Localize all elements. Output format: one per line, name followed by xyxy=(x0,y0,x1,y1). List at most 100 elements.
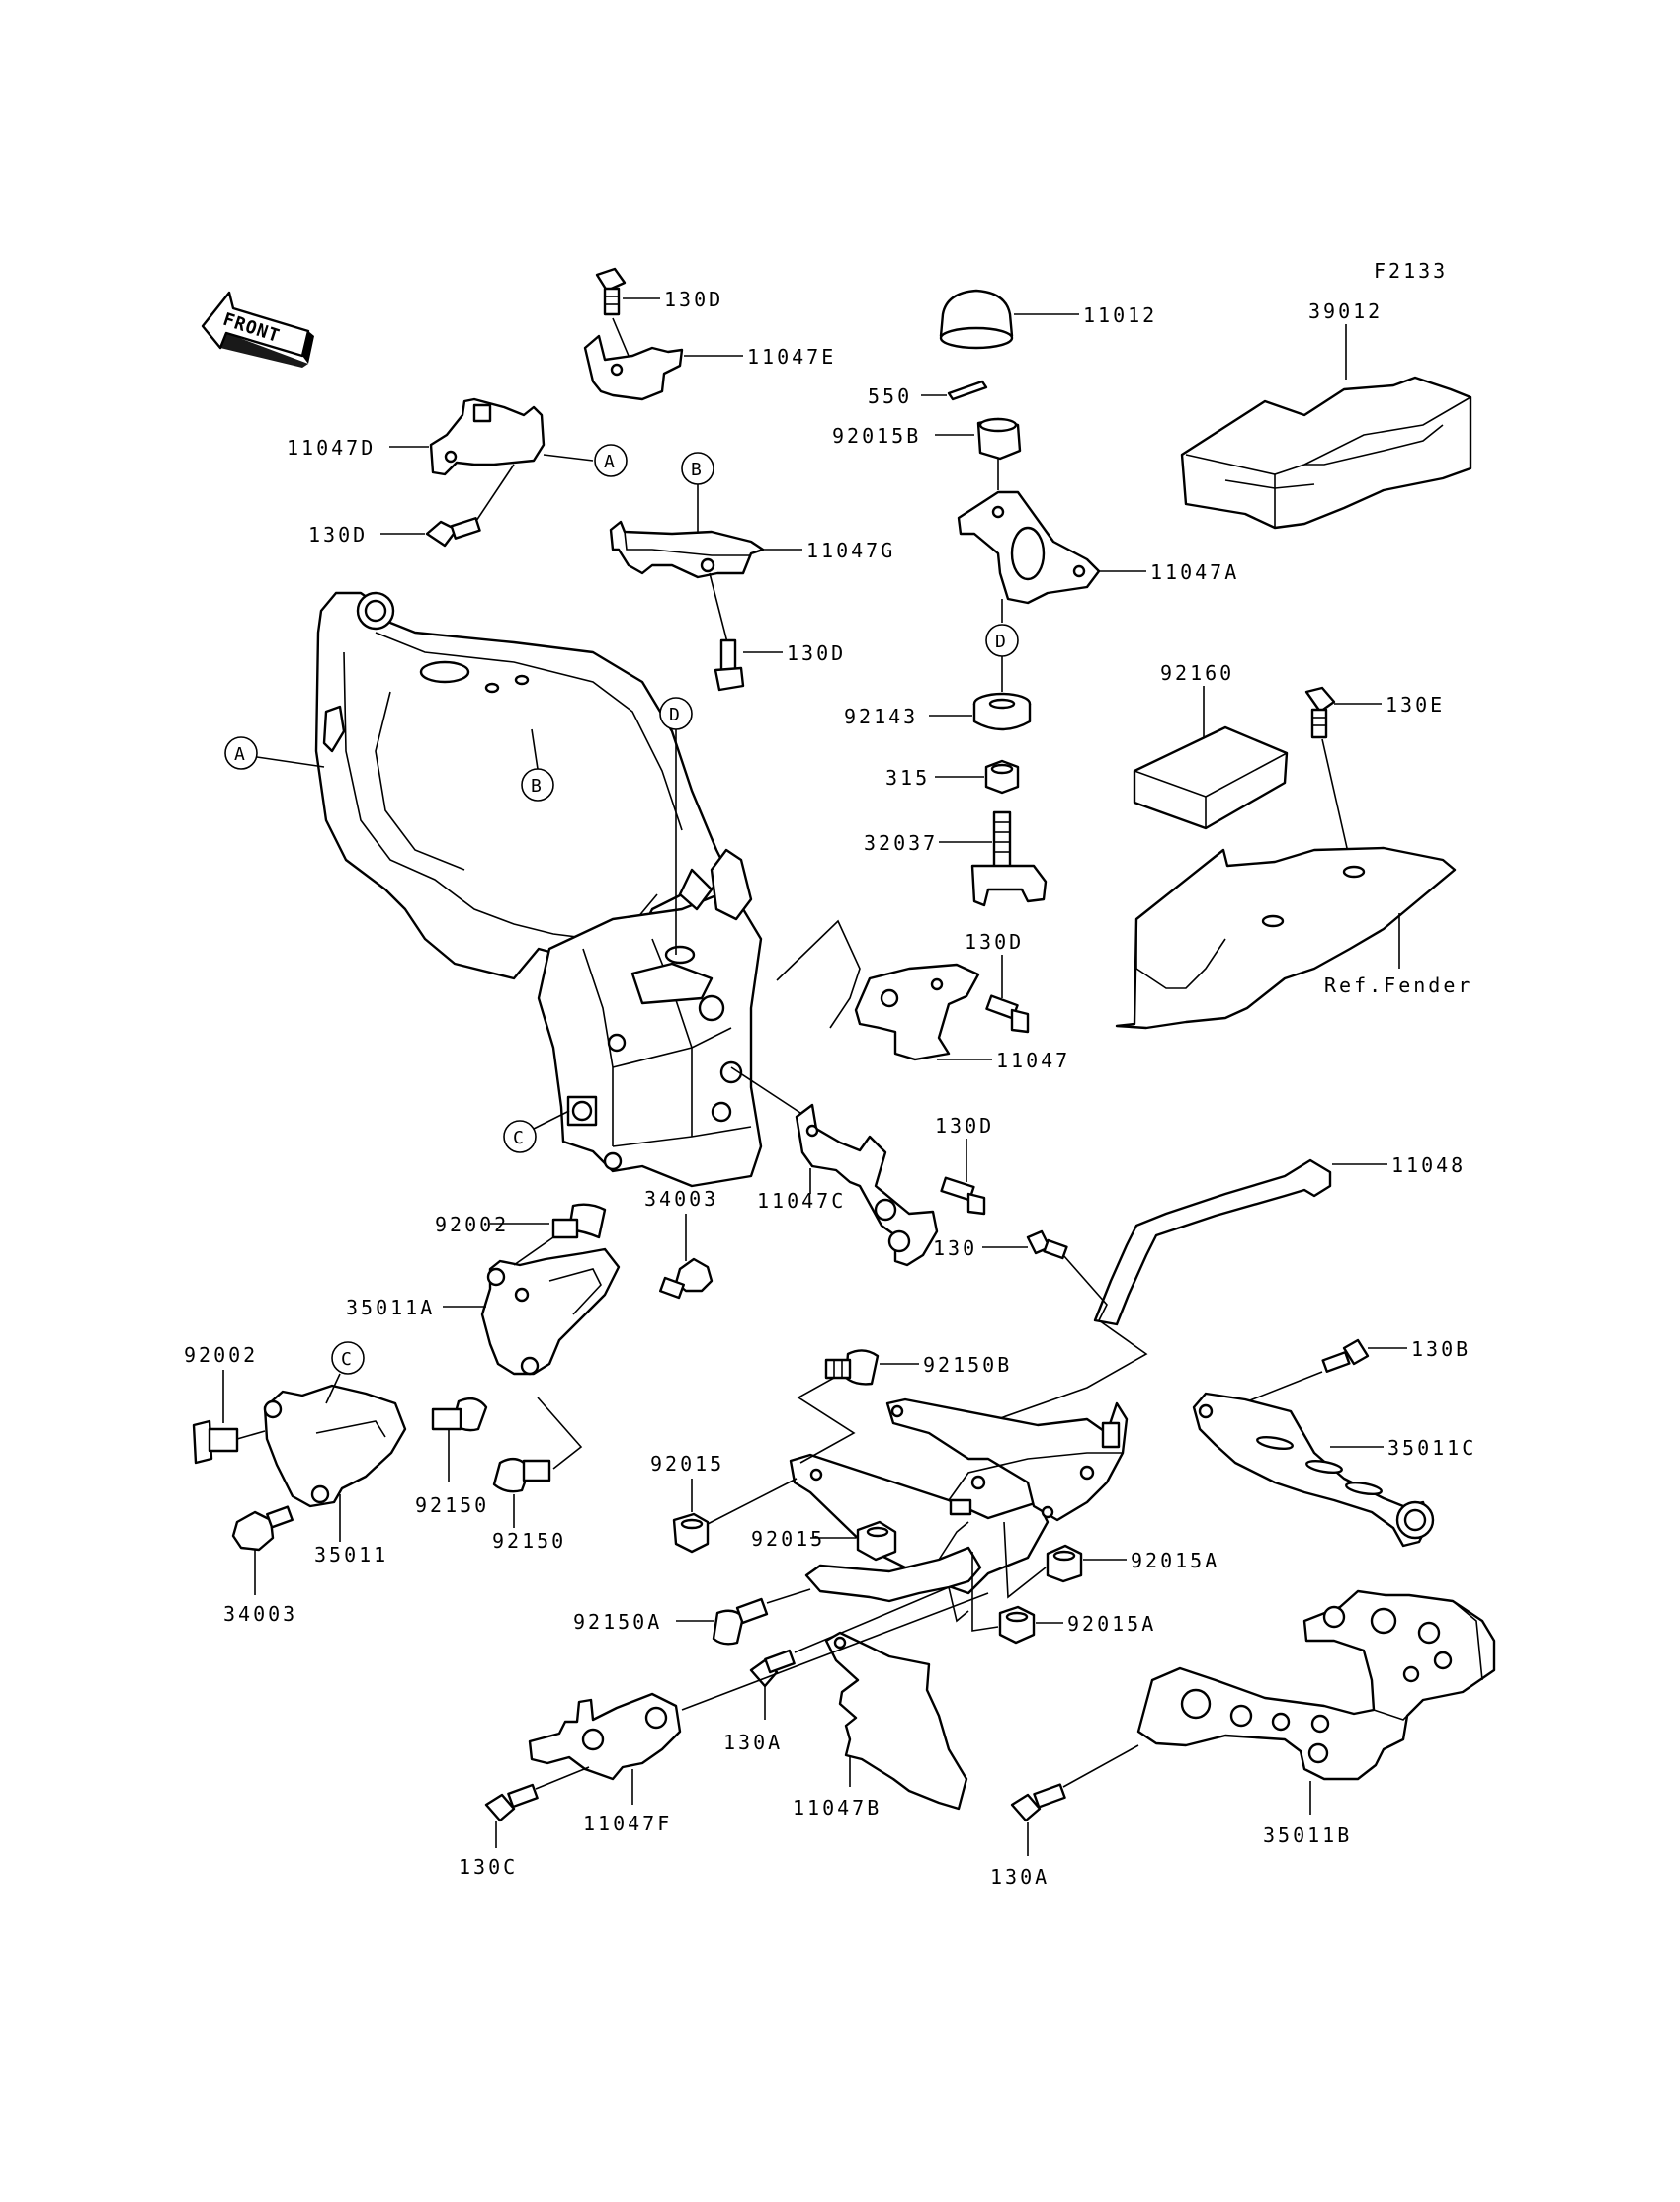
callout-92002-lower: 92002 xyxy=(184,1343,258,1367)
callout-130d-center: 130D xyxy=(787,641,846,665)
callout-35011b: 35011B xyxy=(1263,1823,1352,1847)
callout-130: 130 xyxy=(933,1236,977,1260)
ref-marker-a-top-label: A xyxy=(604,452,615,472)
bolt-130a-center xyxy=(749,1649,796,1688)
bolt-130d-right xyxy=(940,1176,986,1216)
callout-92160: 92160 xyxy=(1160,661,1234,685)
callout-130c: 130C xyxy=(459,1855,518,1879)
callout-92150-b: 92150 xyxy=(492,1529,566,1553)
tray-39012 xyxy=(1180,376,1472,530)
subframe xyxy=(789,1397,1129,1623)
front-arrow-icon: FRONT xyxy=(201,291,314,368)
callout-11048: 11048 xyxy=(1391,1153,1466,1177)
bolt-130d-mid xyxy=(985,994,1030,1034)
bolt-130a-right xyxy=(1010,1783,1066,1822)
ref-marker-c-lower xyxy=(331,1341,365,1375)
ref-marker-c-lower-label: C xyxy=(341,1349,352,1370)
bolt-92150b xyxy=(824,1349,880,1386)
callout-130d-right: 130D xyxy=(935,1114,994,1138)
bracket-35011c xyxy=(1192,1392,1435,1548)
callout-130a-center: 130A xyxy=(723,1731,783,1754)
callout-11047e: 11047E xyxy=(747,345,836,369)
callout-92150a: 92150A xyxy=(573,1610,662,1634)
callout-130d-top: 130D xyxy=(664,288,723,311)
bracket-11047d xyxy=(429,397,546,476)
stud-32037 xyxy=(970,810,1048,907)
callout-35011a: 35011A xyxy=(346,1296,435,1319)
main-frame xyxy=(314,591,763,1188)
callout-130d-mid: 130D xyxy=(965,930,1024,954)
bolt-130 xyxy=(1026,1229,1068,1260)
figure-code: F2133 xyxy=(1374,259,1448,283)
bolt-92150-a xyxy=(431,1397,488,1432)
ref-marker-c-frame-label: C xyxy=(513,1128,524,1148)
bolt-92150-b xyxy=(492,1457,551,1493)
callout-92150b: 92150B xyxy=(923,1353,1012,1377)
clamp-34003-top xyxy=(659,1257,714,1300)
callout-92015b: 92015B xyxy=(832,424,921,448)
bolt-92002-top xyxy=(551,1203,607,1239)
bracket-11047f xyxy=(528,1692,682,1781)
bracket-35011 xyxy=(263,1384,407,1508)
pin-550 xyxy=(947,380,988,401)
bolt-92002-lower xyxy=(192,1419,239,1465)
callout-11047a: 11047A xyxy=(1150,560,1239,584)
ref-marker-a-frame-label: A xyxy=(234,744,245,765)
bolt-130d-center xyxy=(714,638,745,692)
ref-marker-d-top-label: D xyxy=(995,632,1006,652)
pad-92160 xyxy=(1133,725,1289,830)
callout-92143: 92143 xyxy=(844,705,918,728)
ref-fender-label: Ref.Fender xyxy=(1324,974,1472,997)
nut-315 xyxy=(984,759,1020,795)
callout-11047g: 11047G xyxy=(806,539,895,562)
callout-130d-left: 130D xyxy=(308,523,368,547)
callout-11047f: 11047F xyxy=(583,1812,672,1835)
callout-92015a-lower: 92015A xyxy=(1067,1612,1156,1636)
bracket-11047g xyxy=(609,520,765,579)
callout-32037: 32037 xyxy=(864,831,938,855)
bolt-130b xyxy=(1321,1338,1370,1373)
ref-marker-a-frame xyxy=(224,736,258,770)
bolt-130d-left xyxy=(425,517,481,548)
callout-35011: 35011 xyxy=(314,1543,388,1567)
callout-130a-right: 130A xyxy=(990,1865,1050,1889)
callout-92002-top: 92002 xyxy=(435,1213,509,1236)
nut-92015a-lower xyxy=(998,1605,1036,1645)
callout-11047b: 11047B xyxy=(793,1796,882,1820)
callout-11047c: 11047C xyxy=(757,1189,846,1213)
bushing-92143 xyxy=(972,692,1032,731)
callout-92015: 92015 xyxy=(650,1452,724,1476)
callout-550: 550 xyxy=(868,384,912,408)
nut-92015 xyxy=(672,1512,710,1554)
bolt-130d-top xyxy=(595,267,627,316)
callout-34003-top: 34003 xyxy=(644,1187,718,1211)
callout-11047: 11047 xyxy=(996,1049,1070,1072)
bracket-11048 xyxy=(1093,1158,1332,1326)
callout-92015a-upper: 92015A xyxy=(1131,1549,1219,1572)
ref-marker-c-frame xyxy=(503,1120,537,1153)
bracket-11047b xyxy=(824,1631,968,1811)
ref-marker-d-frame-label: D xyxy=(669,705,680,725)
clamp-34003-lower xyxy=(231,1505,294,1552)
callout-130e: 130E xyxy=(1386,693,1445,717)
callout-11012: 11012 xyxy=(1083,303,1157,327)
callout-92015-mid: 92015 xyxy=(751,1527,825,1551)
bracket-11047a xyxy=(957,490,1101,605)
bolt-92150a xyxy=(712,1597,769,1646)
callout-39012: 39012 xyxy=(1308,299,1383,323)
bracket-11047e xyxy=(583,334,684,401)
fender-ref xyxy=(1115,846,1457,1030)
bracket-11047 xyxy=(854,963,980,1061)
nut-92015a-upper xyxy=(1046,1544,1083,1583)
bolt-130e xyxy=(1304,686,1336,739)
nut-92015b xyxy=(976,417,1022,461)
callout-11047d: 11047D xyxy=(287,436,376,460)
nut-92015-mid xyxy=(856,1520,897,1562)
callout-34003-lower: 34003 xyxy=(223,1602,297,1626)
bracket-35011a xyxy=(480,1247,621,1376)
callout-35011c: 35011C xyxy=(1387,1436,1476,1460)
callout-92150-a: 92150 xyxy=(415,1493,489,1517)
ref-marker-a-top xyxy=(594,444,628,477)
